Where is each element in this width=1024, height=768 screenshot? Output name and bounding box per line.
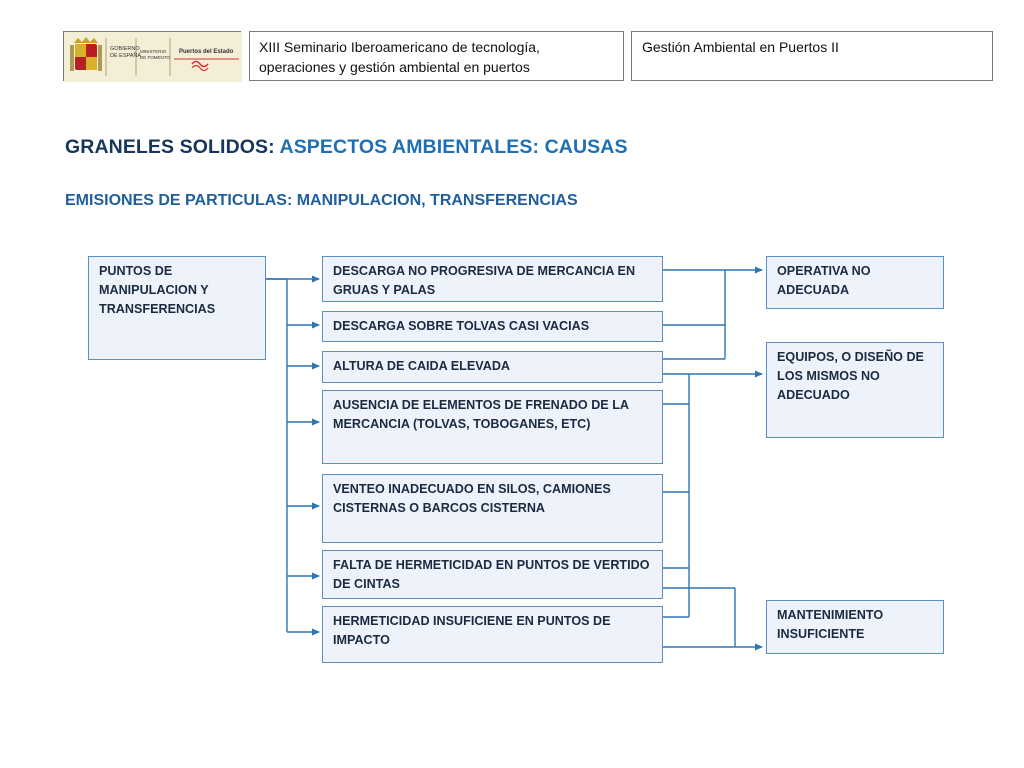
cause-node-1: DESCARGA NO PROGRESIVA DE MERCANCIA EN G… bbox=[322, 256, 663, 302]
page-title: GRANELES SOLIDOS: ASPECTOS AMBIENTALES: … bbox=[65, 136, 628, 159]
seminar-title-box: XIII Seminario Iberoamericano de tecnolo… bbox=[249, 31, 624, 81]
title-part-1: GRANELES SOLIDOS: bbox=[65, 136, 280, 158]
coat-of-arms-icon bbox=[64, 32, 242, 82]
seminar-line-1: XIII Seminario Iberoamericano de tecnolo… bbox=[259, 39, 540, 55]
cause-node-5: VENTEO INADECUADO EN SILOS, CAMIONES CIS… bbox=[322, 474, 663, 543]
effect-node-1: OPERATIVA NO ADECUADA bbox=[766, 256, 944, 309]
effect-node-3: MANTENIMIENTO INSUFICIENTE bbox=[766, 600, 944, 654]
cause-node-2: DESCARGA SOBRE TOLVAS CASI VACIAS bbox=[322, 311, 663, 342]
effect-node-2: EQUIPOS, O DISEÑO DE LOS MISMOS NO ADECU… bbox=[766, 342, 944, 438]
course-title: Gestión Ambiental en Puertos II bbox=[642, 39, 839, 55]
source-node: PUNTOS DE MANIPULACION Y TRANSFERENCIAS bbox=[88, 256, 266, 360]
brand-text: Puertos del Estado bbox=[179, 49, 234, 55]
cause-node-4: AUSENCIA DE ELEMENTOS DE FRENADO DE LA M… bbox=[322, 390, 663, 464]
title-part-2: ASPECTOS AMBIENTALES: CAUSAS bbox=[279, 136, 628, 158]
course-title-box: Gestión Ambiental en Puertos II bbox=[631, 31, 993, 81]
page-subtitle: EMISIONES DE PARTICULAS: MANIPULACION, T… bbox=[65, 192, 578, 209]
cause-node-3: ALTURA DE CAIDA ELEVADA bbox=[322, 351, 663, 383]
cause-node-7: HERMETICIDAD INSUFICIENE EN PUNTOS DE IM… bbox=[322, 606, 663, 663]
cause-node-6: FALTA DE HERMETICIDAD EN PUNTOS DE VERTI… bbox=[322, 550, 663, 599]
seminar-line-2: operaciones y gestión ambiental en puert… bbox=[259, 59, 530, 75]
